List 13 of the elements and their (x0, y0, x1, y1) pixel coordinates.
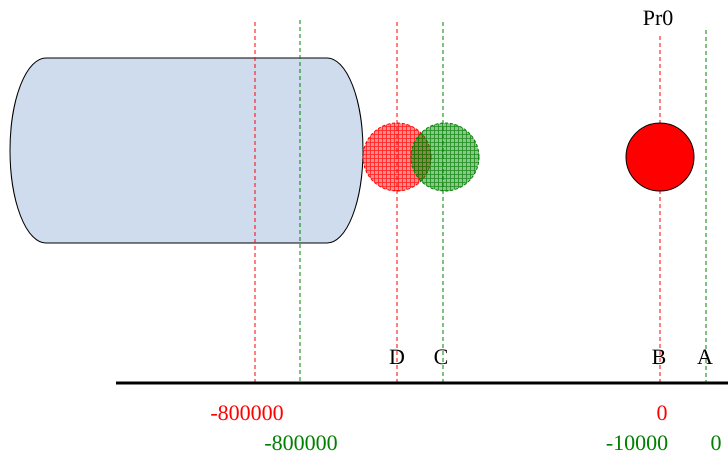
tick-label: 0 (710, 431, 722, 455)
tick-label: -10000 (606, 431, 668, 455)
hatched-circle (410, 122, 480, 192)
axis-label: D (389, 345, 405, 369)
tick-label: -800000 (264, 431, 338, 455)
axis-label: B (652, 345, 666, 369)
filled-circle (625, 122, 695, 192)
cylinder-shape (9, 57, 364, 244)
tick-label: 0 (656, 401, 668, 425)
axis-label: A (697, 345, 713, 369)
axis-label: C (434, 345, 448, 369)
point-label: Pr0 (642, 6, 674, 30)
tick-label: -800000 (210, 401, 284, 425)
